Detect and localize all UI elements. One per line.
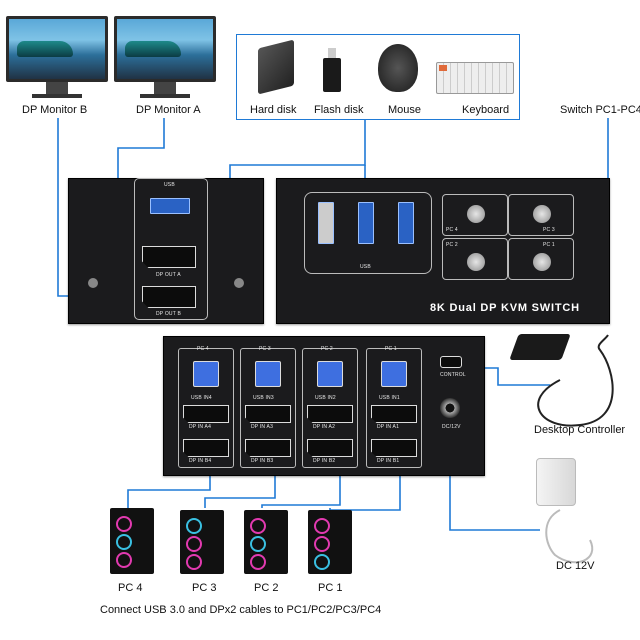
keyboard-label: Keyboard [462,104,510,116]
monitor-a-base [140,94,190,98]
dp-out-a-port [142,246,196,268]
front-usb-port[interactable] [358,202,374,244]
pc-2-label: PC 2 [254,582,279,594]
dp-in-a-label: DP IN A4 [189,424,212,430]
usb-b-port [193,361,219,387]
port-pc-label: PC 1 [385,346,397,352]
dp-in-b-label: DP IN B4 [189,458,212,464]
flash-drive-icon [323,48,341,92]
rear-usb-port [150,198,190,214]
button-label: PC 4 [446,227,458,233]
port-pc-label: PC 3 [259,346,271,352]
port-group-pc1: PC 1 USB IN1 DP IN A1 DP IN B1 [366,346,422,468]
dp-in-b-port [371,439,417,457]
port-pc-label: PC 4 [197,346,209,352]
rear-usb-label: USB [164,182,175,188]
desktop-controller [509,334,571,360]
dc-port [440,398,460,418]
control-label: CONTROL [440,372,466,378]
keyboard-icon [436,62,514,94]
dp-in-a-label: DP IN A1 [377,424,400,430]
dp-in-a-label: DP IN A2 [313,424,336,430]
pc-1-label: PC 1 [318,582,343,594]
pc-4-label: PC 4 [118,582,143,594]
button-label: PC 1 [543,242,555,248]
caption: Connect USB 3.0 and DPx2 cables to PC1/P… [100,604,382,616]
monitor-b-label: DP Monitor B [22,104,88,116]
button-pc2[interactable]: PC 2 [442,238,508,280]
screw-icon [234,278,244,288]
dp-in-b-port [245,439,291,457]
port-group-pc3: PC 3 USB IN3 DP IN A3 DP IN B3 [240,346,296,468]
dp-out-b-port [142,286,196,308]
front-usb-port[interactable] [398,202,414,244]
front-panel-title: 8K Dual DP KVM SWITCH [430,302,580,314]
monitor-b-stand [46,82,68,96]
dp-in-b-label: DP IN B1 [377,458,400,464]
power-label: DC 12V [556,560,595,572]
switch-label: Switch PC1-PC4 [560,104,640,116]
usb-b-port [255,361,281,387]
monitor-a [114,16,216,82]
pc-3-tower [180,510,224,574]
button-pc3[interactable]: PC 3 [508,194,574,236]
usb-in-label: USB IN4 [191,395,212,401]
front-usb-label: USB [360,264,371,270]
hard-disk-icon [258,39,294,95]
dp-out-a-label: DP OUT A [156,272,181,278]
desktop-controller-label: Desktop Controller [534,424,626,436]
dp-in-a-port [307,405,353,423]
hard-disk-label: Hard disk [250,104,297,116]
port-group-pc4: PC 4 USB IN4 DP IN A4 DP IN B4 [178,346,234,468]
dp-out-b-label: DP OUT B [156,311,182,317]
control-port [440,356,462,368]
dp-in-a-port [371,405,417,423]
front-usb-frame [304,192,432,274]
usb-in-label: USB IN2 [315,395,336,401]
pc-1-tower [308,510,352,574]
mouse-label: Mouse [388,104,422,116]
usb-in-label: USB IN3 [253,395,274,401]
front-usb-port[interactable] [318,202,334,244]
dp-in-b-label: DP IN B2 [313,458,336,464]
flash-disk-label: Flash disk [314,104,364,116]
dp-in-a-port [245,405,291,423]
usb-b-port [317,361,343,387]
rear-port-frame [134,178,208,320]
screw-icon [88,278,98,288]
pc-3-label: PC 3 [192,582,217,594]
monitor-a-stand [154,82,176,96]
port-pc-label: PC 2 [321,346,333,352]
dp-in-b-port [307,439,353,457]
usb-in-label: USB IN1 [379,395,400,401]
dp-in-a-port [183,405,229,423]
usb-b-port [381,361,407,387]
button-label: PC 2 [446,242,458,248]
monitor-b-base [32,94,82,98]
dp-in-b-port [183,439,229,457]
dc-label: DC/12V [442,424,461,430]
pc-4-tower [110,508,154,574]
power-adapter [536,458,576,506]
pc-2-tower [244,510,288,574]
monitor-b [6,16,108,82]
button-pc4[interactable]: PC 4 [442,194,508,236]
port-group-pc2: PC 2 USB IN2 DP IN A2 DP IN B2 [302,346,358,468]
dp-in-b-label: DP IN B3 [251,458,274,464]
monitor-a-label: DP Monitor A [136,104,201,116]
dp-in-a-label: DP IN A3 [251,424,274,430]
button-label: PC 3 [543,227,555,233]
button-pc1[interactable]: PC 1 [508,238,574,280]
mouse-icon [378,44,418,92]
